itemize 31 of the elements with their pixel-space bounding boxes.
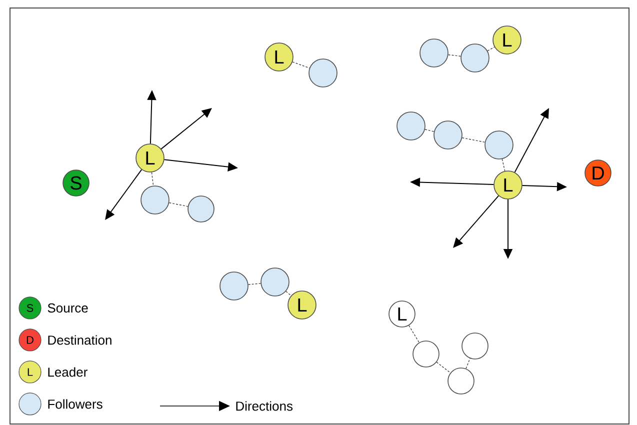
legend-label: Directions [236,401,293,411]
dashed-link [292,62,310,68]
follower-circle [434,120,462,150]
follower-circle [220,272,248,300]
dashed-link [462,137,486,143]
follower-circle [396,112,426,140]
dashed-link [408,325,420,343]
legend-label: Leader [48,367,88,377]
follower-circle [140,186,170,214]
dashed-link [436,362,451,374]
legend-label: Destination [48,335,112,345]
legend-label: Source [48,303,88,313]
dashed-link [466,358,470,369]
dashed-link [286,290,292,296]
dashed-link [502,158,506,172]
dashed-link [248,283,262,285]
follower-circle [308,58,338,88]
follower-circle [188,196,214,222]
legend-label: Followers [48,399,102,409]
follower-circle [460,44,490,72]
follower-circle [412,340,440,368]
dashed-link [448,54,462,57]
dashed-link [424,129,434,132]
dashed-link [168,202,188,207]
dashed-link [487,46,495,52]
dashed-link [151,172,154,186]
follower-circle [448,368,474,394]
follower-circle [462,332,488,360]
follower-circle [420,38,448,68]
follower-circle [484,130,514,160]
follower-circle [260,268,290,296]
